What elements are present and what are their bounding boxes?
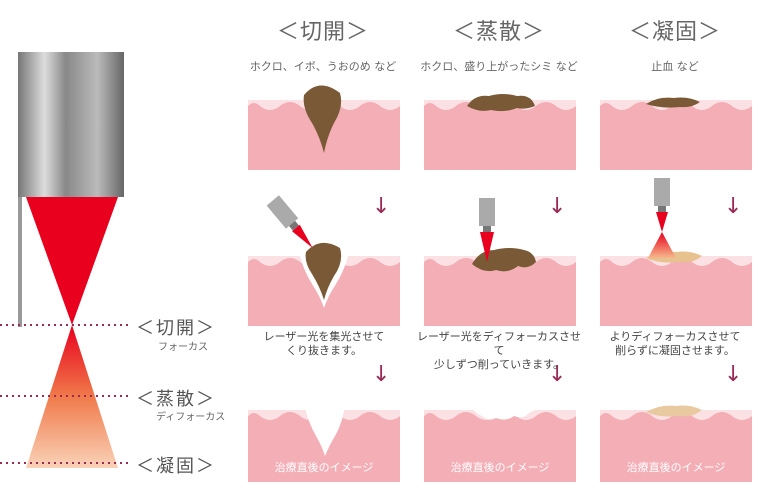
arrow-down-icon: ↓ [548, 194, 567, 219]
skin-panel-vaporization-before [424, 94, 576, 170]
description-coagulation: よりディフォーカスさせて 削らずに凝固させます。 [609, 330, 741, 357]
level-label-incision: ＜切開＞ [136, 318, 216, 339]
arrow-down-icon: ↓ [372, 362, 391, 387]
column-targets-vaporization: ホクロ、盛り上がったシミ など [420, 60, 578, 73]
description-incision: レーザー光を集光させて くり抜きます。 [263, 330, 385, 357]
column-title-vaporization: ＜蒸散＞ [452, 20, 545, 45]
level-sub-focus: フォーカス [158, 342, 208, 353]
column-targets-coagulation: 止血 など [651, 60, 699, 73]
arrow-down-icon: ↓ [724, 194, 743, 219]
skin-panel-vaporization-during [424, 198, 576, 326]
after-label-vaporization: 治療直後のイメージ [450, 461, 550, 474]
after-label-incision: 治療直後のイメージ [274, 461, 374, 474]
column-targets-incision: ホクロ、イボ、うおのめ など [249, 60, 397, 73]
description-vaporization: レーザー光をディフォーカスさせて 少しずつ削っていきます。 [416, 330, 581, 371]
skin-panel-incision-during [248, 195, 400, 326]
skin-panel-coagulation-after [600, 405, 752, 482]
level-sub-defocus: ディフォーカス [156, 412, 226, 423]
arrow-down-icon: ↓ [372, 194, 391, 219]
level-label-coagulation: ＜凝固＞ [136, 456, 216, 477]
skin-panel-vaporization-after [424, 404, 576, 482]
level-label-vaporization: ＜蒸散＞ [136, 389, 216, 410]
skin-panel-incision-after [248, 404, 400, 482]
skin-panel-coagulation-before [600, 97, 752, 170]
arrow-down-icon: ↓ [724, 362, 743, 387]
laser-device-diagram [0, 52, 132, 468]
column-title-coagulation: ＜凝固＞ [628, 20, 721, 45]
column-title-incision: ＜切開＞ [276, 20, 369, 45]
after-label-coagulation: 治療直後のイメージ [626, 461, 726, 474]
arrow-down-icon: ↓ [548, 362, 567, 387]
skin-panel-incision-before [248, 85, 400, 170]
skin-panel-coagulation-during [600, 178, 752, 326]
